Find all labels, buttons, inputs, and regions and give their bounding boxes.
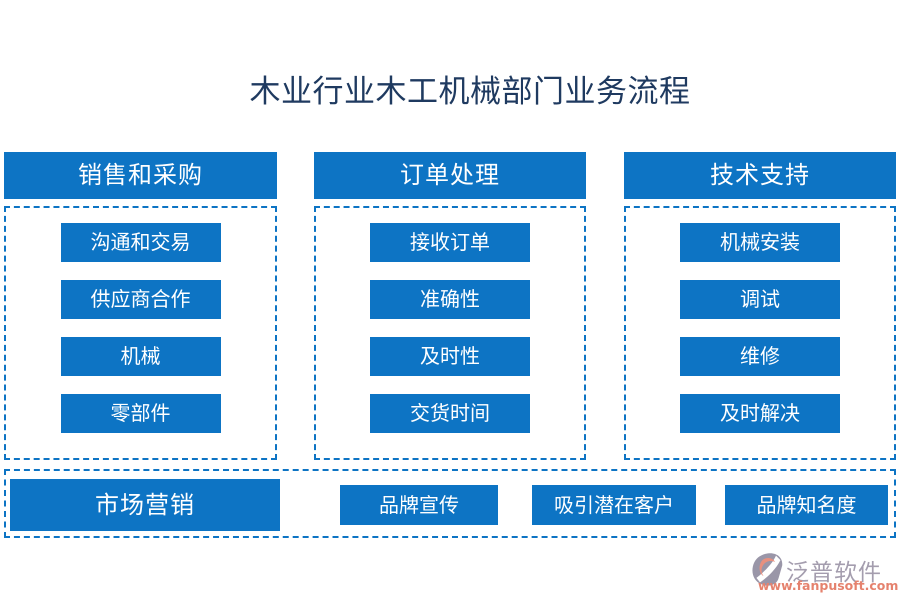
column-order-processing: 订单处理 接收订单 准确性 及时性 交货时间: [314, 152, 586, 460]
flow-item: 品牌知名度: [725, 485, 888, 525]
flow-item: 接收订单: [370, 223, 530, 262]
column-header-order-processing: 订单处理: [314, 152, 586, 199]
column-technical-support: 技术支持 机械安装 调试 维修 及时解决: [624, 152, 896, 460]
diagram-title: 木业行业木工机械部门业务流程: [249, 74, 691, 110]
fanpu-logo-icon: [752, 553, 783, 586]
column-header-technical-support: 技术支持: [624, 152, 896, 199]
flow-item: 机械: [60, 337, 221, 376]
fanpu-watermark: 泛普软件 www.fanpusoft.com: [752, 550, 899, 598]
marketing-row-container: [4, 469, 896, 538]
column-body-sales-procurement: 沟通和交易 供应商合作 机械 零部件: [4, 206, 277, 460]
flow-item: 准确性: [370, 280, 530, 319]
flow-item: 交货时间: [370, 394, 530, 433]
marketing-header: 市场营销: [10, 479, 280, 531]
flow-item: 零部件: [60, 394, 221, 433]
flow-item: 沟通和交易: [60, 223, 221, 262]
column-body-order-processing: 接收订单 准确性 及时性 交货时间: [314, 206, 586, 460]
flow-item: 品牌宣传: [340, 485, 498, 525]
fanpu-logo-text: 泛普软件: [786, 560, 882, 586]
flow-item: 维修: [680, 337, 840, 376]
flow-item: 及时性: [370, 337, 530, 376]
flow-item: 机械安装: [680, 223, 840, 262]
column-header-sales-procurement: 销售和采购: [4, 152, 277, 199]
column-body-technical-support: 机械安装 调试 维修 及时解决: [624, 206, 896, 460]
flow-item: 供应商合作: [60, 280, 221, 319]
fanpu-logo-url: www.fanpusoft.com: [758, 578, 899, 593]
column-sales-procurement: 销售和采购 沟通和交易 供应商合作 机械 零部件: [4, 152, 277, 460]
flow-item: 吸引潜在客户: [532, 485, 696, 525]
flow-item: 及时解决: [680, 394, 840, 433]
flow-item: 调试: [680, 280, 840, 319]
